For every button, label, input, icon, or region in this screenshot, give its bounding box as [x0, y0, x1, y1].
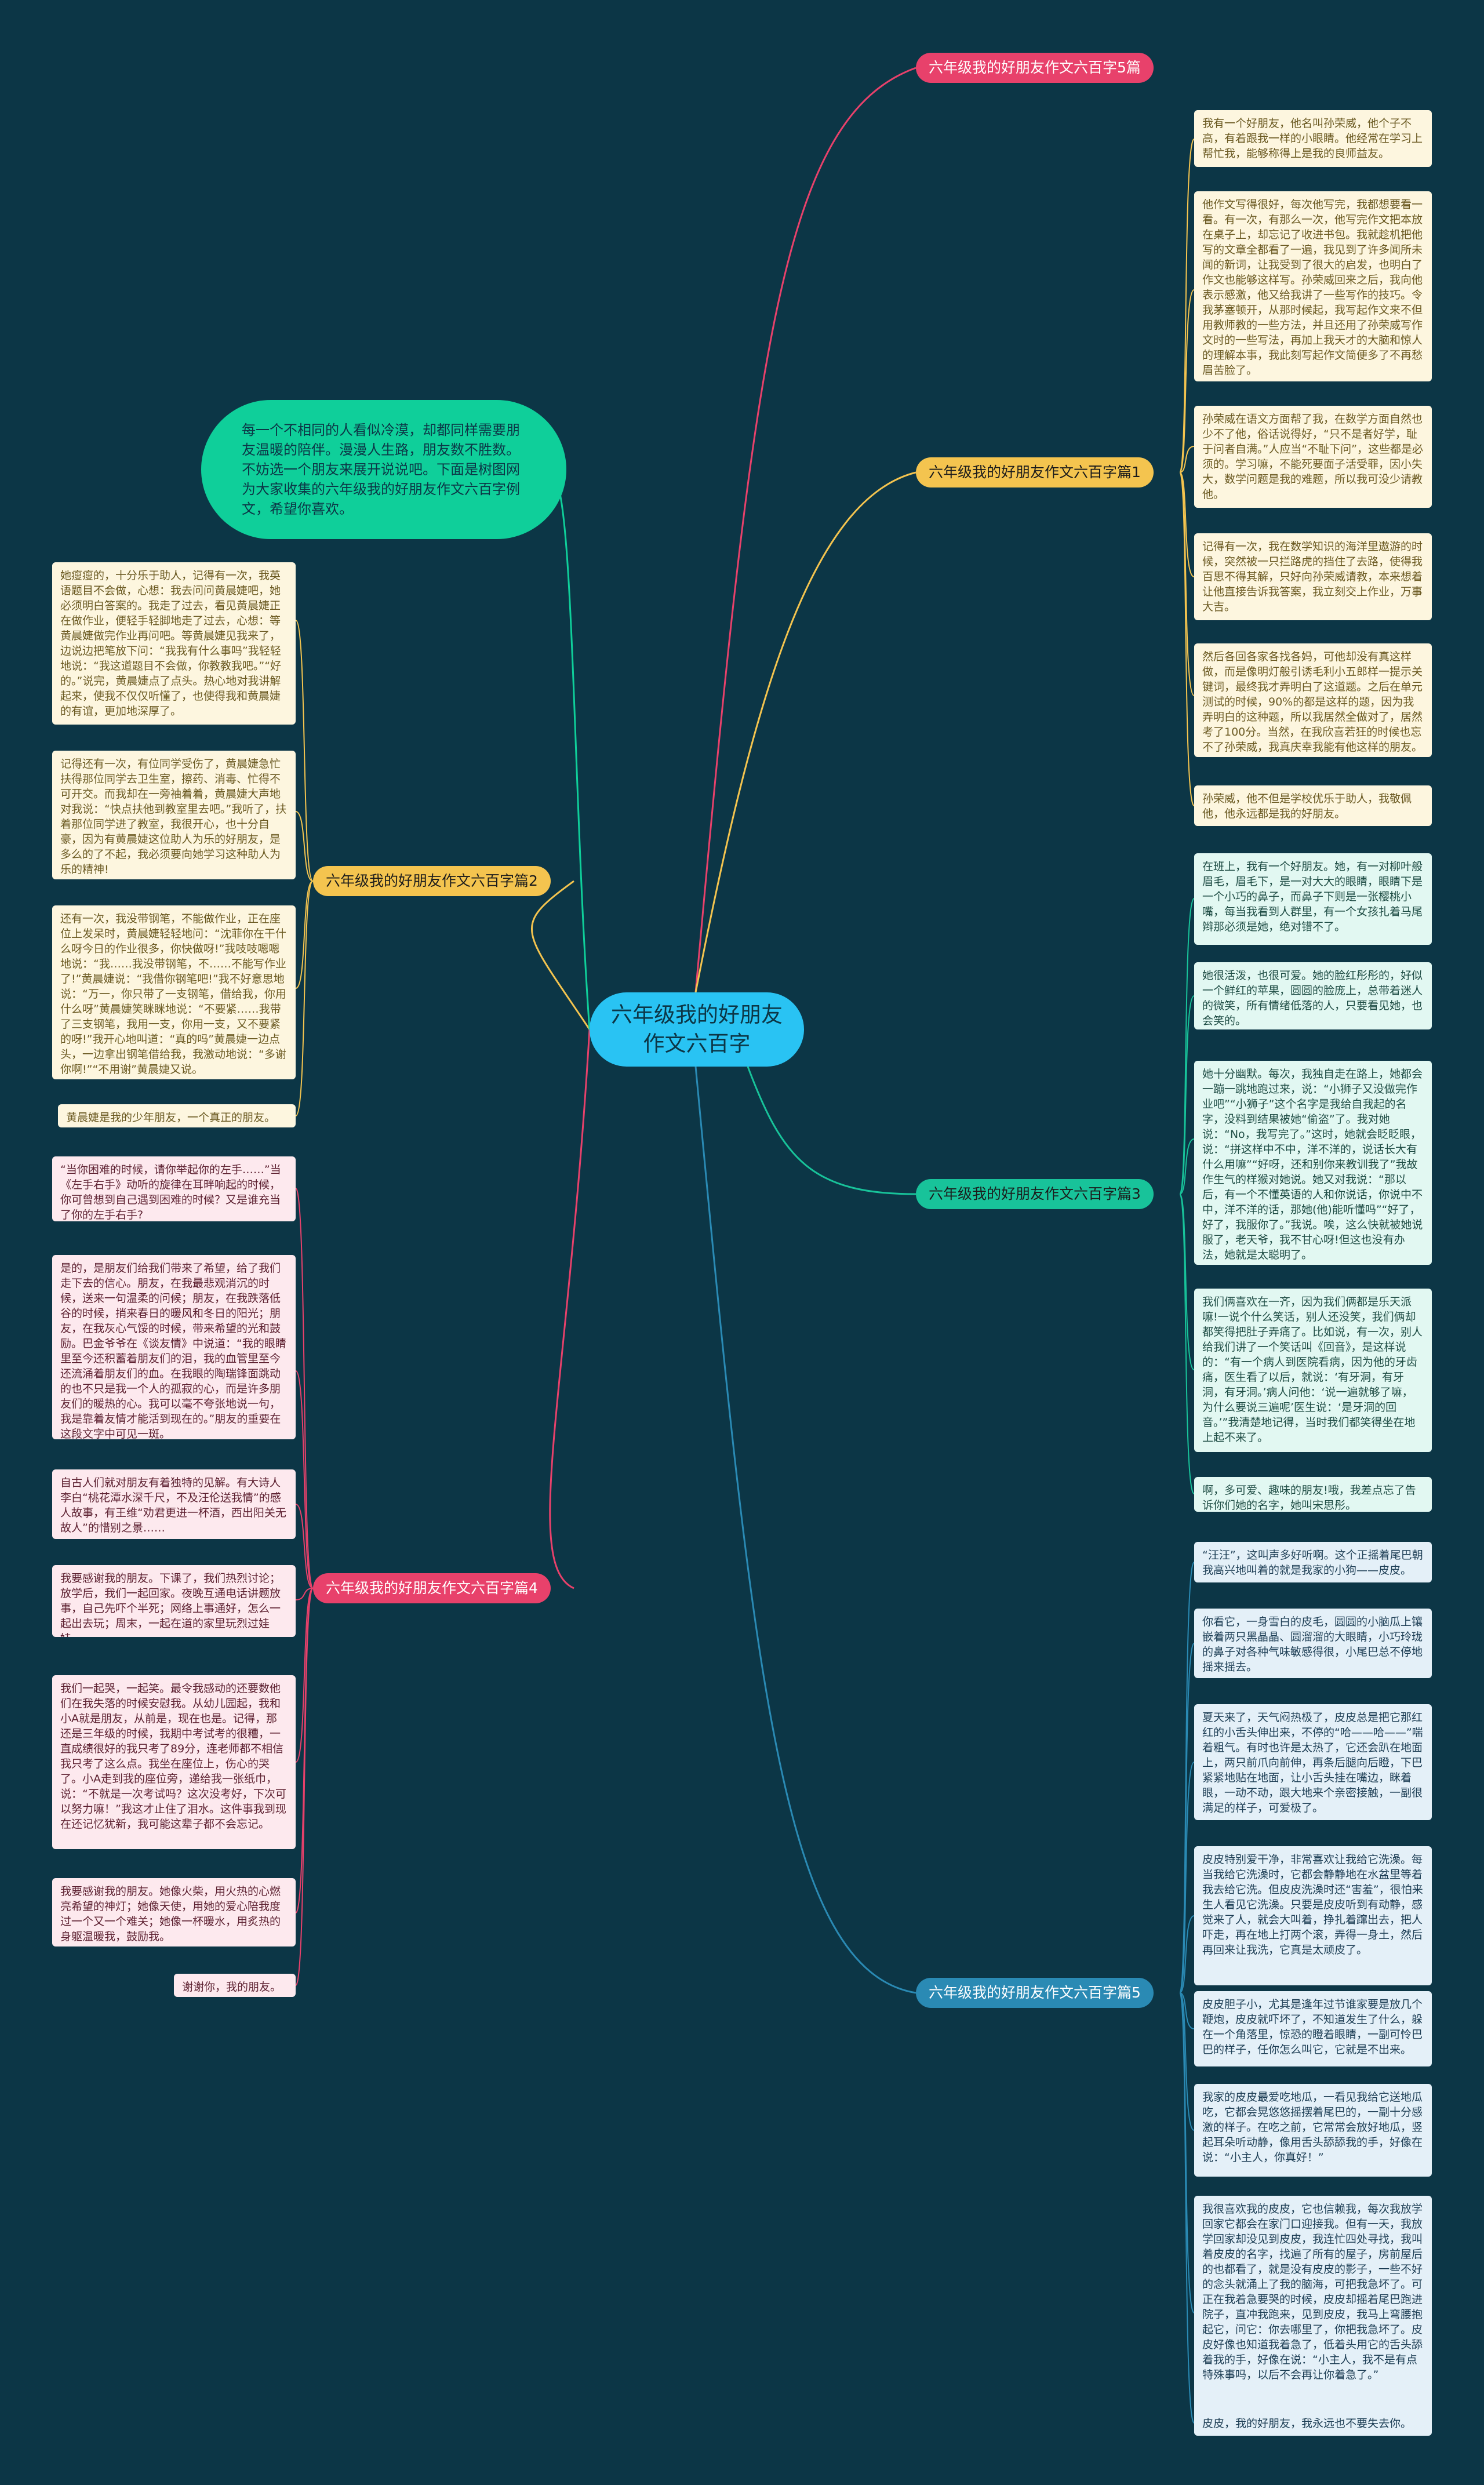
- central-topic[interactable]: 六年级我的好朋友作文六百字: [590, 992, 804, 1067]
- note-b2-1: 她瘦瘦的，十分乐于助人，记得有一次，我英语题目不会做，心想：我去问问黄晨婕吧，她…: [52, 562, 296, 725]
- note-b3-2: 她很活泼，也很可爱。她的脸红彤彤的，好似一个鲜红的苹果，圆圆的脸庞上，总带着迷人…: [1194, 962, 1432, 1029]
- note-b2-2: 记得还有一次，有位同学受伤了，黄晨婕急忙扶得那位同学去卫生室，擦药、消毒、忙得不…: [52, 751, 296, 879]
- note-b1-5: 然后各回各家各找各妈，可他却没有真这样做，而是像明灯般引诱毛利小五郎样一提示关键…: [1194, 643, 1432, 757]
- note-b5-6: 我家的皮皮最爱吃地瓜，一看见我给它送地瓜吃，它都会晃悠悠摇摆着尾巴的，一副十分感…: [1194, 2084, 1432, 2177]
- note-b4-1: “当你困难的时候，请你举起你的左手……”当《左手右手》动听的旋律在耳畔响起的时候…: [52, 1156, 296, 1221]
- note-b5-3: 夏天来了，天气闷热极了，皮皮总是把它那红红的小舌头伸出来，不停的“哈——哈——”…: [1194, 1704, 1432, 1820]
- branch-1[interactable]: 六年级我的好朋友作文六百字篇1: [916, 457, 1154, 487]
- intro-text: 每一个不相同的人看似冷漠，却都同样需要朋友温暖的陪伴。漫漫人生路，朋友数不胜数。…: [242, 422, 520, 517]
- branch-3[interactable]: 六年级我的好朋友作文六百字篇3: [916, 1179, 1154, 1209]
- note-b2-3: 还有一次，我没带钢笔，不能做作业，正在座位上发呆时，黄晨婕轻轻地问：“沈菲你在干…: [52, 905, 296, 1079]
- note-b2-4: 黄晨婕是我的少年朋友，一个真正的朋友。: [58, 1104, 296, 1127]
- note-b1-2: 他作文写得很好，每次他写完，我都想要看一看。有一次，有那么一次，他写完作文把本放…: [1194, 191, 1432, 381]
- note-b5-4: 皮皮特别爱干净，非常喜欢让我给它洗澡。每当我给它洗澡时，它都会静静地在水盆里等着…: [1194, 1846, 1432, 1985]
- note-b5-2: 你看它，一身雪白的皮毛，圆圆的小脑瓜上镶嵌着两只黑晶晶、圆溜溜的大眼睛，小巧玲珑…: [1194, 1609, 1432, 1678]
- note-b4-3: 自古人们就对朋友有着独特的见解。有大诗人李白“桃花潭水深千尺，不及汪伦送我情”的…: [52, 1469, 296, 1539]
- note-b3-5: 啊，多可爱、趣味的朋友!哦，我差点忘了告诉你们她的名字，她叫宋思彤。: [1194, 1477, 1432, 1512]
- note-b5-1: “汪汪”，这叫声多好听啊。这个正摇着尾巴朝我高兴地叫着的就是我家的小狗——皮皮。: [1194, 1542, 1432, 1582]
- note-b3-1: 在班上，我有一个好朋友。她，有一对柳叶般眉毛，眉毛下，是一对大大的眼睛，眼睛下是…: [1194, 853, 1432, 945]
- note-b1-4: 记得有一次，我在数学知识的海洋里遨游的时候，突然被一只拦路虎的挡住了去路，使得我…: [1194, 533, 1432, 620]
- note-b3-4: 我们俩喜欢在一齐，因为我们俩都是乐天派嘛!一说个什么笑话，别人还没笑，我们俩却都…: [1194, 1289, 1432, 1452]
- branch-5-pieces[interactable]: 六年级我的好朋友作文六百字5篇: [916, 53, 1154, 83]
- note-b4-2: 是的，是朋友们给我们带来了希望，给了我们走下去的信心。朋友，在我最悲观消沉的时候…: [52, 1255, 296, 1439]
- note-b1-1: 我有一个好朋友，他名叫孙荣威，他个子不高，有着跟我一样的小眼睛。他经常在学习上帮…: [1194, 110, 1432, 167]
- branch-4[interactable]: 六年级我的好朋友作文六百字篇4: [313, 1573, 551, 1603]
- note-b4-7: 谢谢你，我的朋友。: [174, 1974, 296, 1997]
- note-b5-8: 皮皮，我的好朋友，我永远也不要失去你。: [1194, 2410, 1432, 2436]
- branch-5[interactable]: 六年级我的好朋友作文六百字篇5: [916, 1978, 1154, 2008]
- note-b5-7: 我很喜欢我的皮皮，它也信赖我，每次我放学回家它都会在家门口迎接我。但有一天，我放…: [1194, 2196, 1432, 2430]
- note-b4-5: 我们一起哭，一起笑。最令我感动的还要数他们在我失落的时候安慰我。从幼儿园起，我和…: [52, 1675, 296, 1849]
- intro-bubble[interactable]: 每一个不相同的人看似冷漠，却都同样需要朋友温暖的陪伴。漫漫人生路，朋友数不胜数。…: [201, 400, 566, 539]
- branch-2[interactable]: 六年级我的好朋友作文六百字篇2: [313, 866, 551, 896]
- note-b1-6: 孙荣威，他不但是学校优乐于助人，我敬佩他，他永远都是我的好朋友。: [1194, 785, 1432, 826]
- note-b1-3: 孙荣威在语文方面帮了我，在数学方面自然也少不了他，俗话说得好，“只不是者好学，耻…: [1194, 406, 1432, 508]
- note-b3-3: 她十分幽默。每次，我独自走在路上，她都会一蹦一跳地跑过来，说：“小狮子又没做完作…: [1194, 1061, 1432, 1265]
- note-b5-5: 皮皮胆子小，尤其是逢年过节谁家要是放几个鞭炮，皮皮就吓坏了，不知道发生了什么，躲…: [1194, 1991, 1432, 2066]
- note-b4-6: 我要感谢我的朋友。她像火柴，用火热的心燃亮希望的神灯；她像天使，用她的爱心陪我度…: [52, 1878, 296, 1946]
- note-b4-4: 我要感谢我的朋友。下课了，我们热烈讨论；放学后，我们一起回家。夜晚互通电话讲题放…: [52, 1565, 296, 1637]
